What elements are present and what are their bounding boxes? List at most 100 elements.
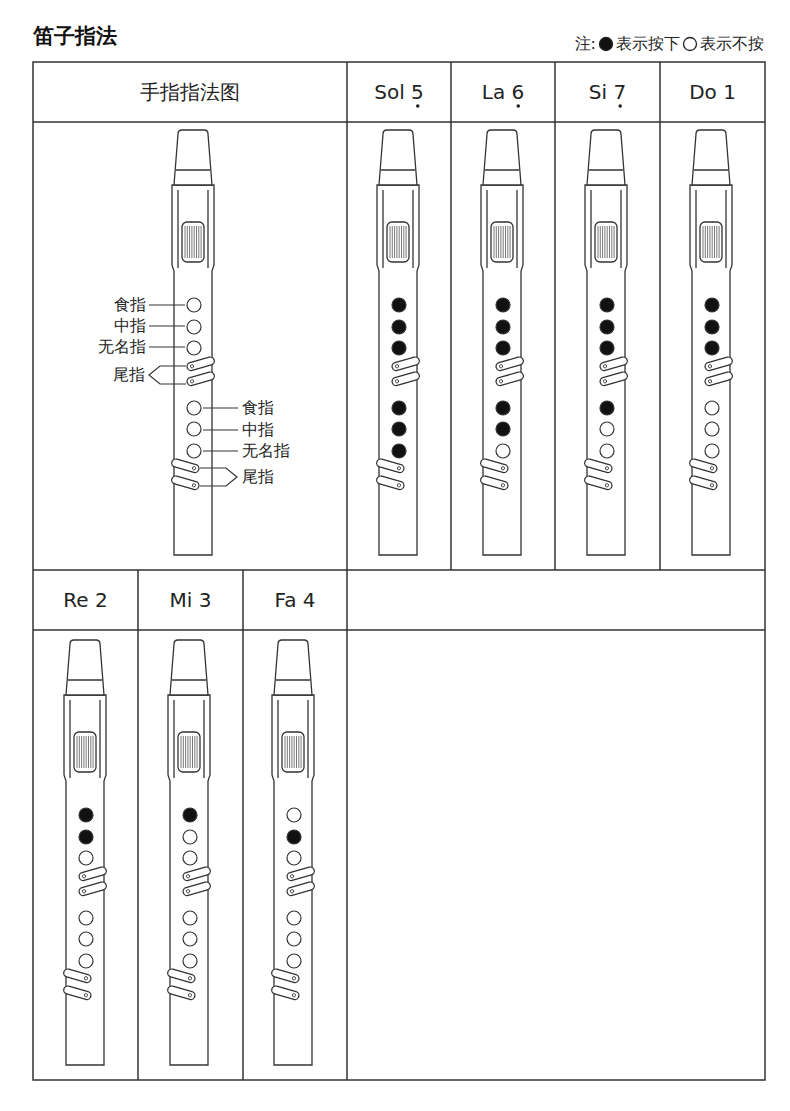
grille-slot	[505, 226, 506, 258]
leader-line	[203, 429, 238, 430]
key-lever	[599, 356, 628, 371]
grille-slot	[500, 226, 501, 258]
flute-drawing	[271, 640, 316, 1065]
key-plate	[599, 371, 628, 386]
sound-grille	[74, 732, 96, 772]
flute-drawing	[480, 130, 525, 555]
mouthpiece-ring	[485, 169, 519, 170]
column-header: Mi 3	[170, 588, 212, 612]
grille-slot	[181, 736, 182, 768]
open-hole	[183, 830, 197, 844]
leader-line	[203, 450, 238, 451]
key-plate	[186, 371, 215, 386]
grille-slot	[604, 226, 605, 258]
grille-slot	[609, 226, 610, 258]
mouthpiece-ring	[589, 169, 623, 170]
body-edge	[620, 190, 621, 268]
grille-slot	[191, 226, 192, 258]
leader-line	[203, 407, 238, 408]
key-lever	[376, 458, 405, 473]
grille-slot	[394, 226, 395, 258]
grille-slot	[79, 736, 80, 768]
octave-dot	[416, 104, 420, 108]
key-pivot	[190, 379, 194, 383]
key-lever	[584, 475, 613, 490]
mouthpiece-ring	[176, 169, 210, 170]
key-plate	[376, 458, 405, 473]
grille-slot	[294, 736, 295, 768]
open-hole	[79, 911, 93, 925]
column-header: 手指指法图	[140, 80, 240, 104]
chart-title: 笛子指法	[33, 24, 117, 49]
sound-grille	[491, 222, 513, 262]
grille-slot	[190, 736, 191, 768]
key-pivot	[605, 466, 609, 470]
closed-hole	[496, 298, 510, 312]
column-header: Do 1	[689, 80, 736, 104]
finger-label: 无名指	[242, 441, 290, 460]
key-lever	[63, 968, 92, 983]
key-pivot	[188, 976, 192, 980]
mouthpiece-ring	[172, 679, 206, 680]
key-plate	[78, 881, 107, 896]
mouthpiece	[174, 130, 212, 185]
key-lever	[171, 475, 200, 490]
mouthpiece-ring	[68, 679, 102, 680]
key-plate	[704, 371, 733, 386]
grille-slot	[607, 226, 608, 258]
open-hole	[287, 851, 301, 865]
key-pivot	[292, 993, 296, 997]
key-pivot	[603, 364, 607, 368]
key-lever	[391, 356, 420, 371]
flute-drawing	[171, 130, 216, 555]
key-lever	[704, 371, 733, 386]
closed-hole	[392, 298, 406, 312]
finger-label: 食指	[242, 398, 274, 417]
closed-hole	[496, 341, 510, 355]
grille-slot	[196, 226, 197, 258]
legend-text: 表示按下	[616, 34, 680, 53]
key-lever	[376, 475, 405, 490]
octave-dot	[516, 104, 520, 108]
key-pivot	[190, 364, 194, 368]
grille-slot	[390, 226, 391, 258]
body-edge	[412, 190, 413, 268]
open-hole	[187, 444, 201, 458]
open-hole	[183, 911, 197, 925]
key-lever	[271, 985, 300, 1000]
key-plate	[78, 866, 107, 881]
grille-slot	[194, 226, 195, 258]
open-hole	[79, 851, 93, 865]
body-edge	[173, 700, 174, 778]
open-hole	[187, 320, 201, 334]
mouthpiece	[483, 130, 521, 185]
key-plate	[495, 371, 524, 386]
grille-slot	[83, 736, 84, 768]
grille-slot	[298, 736, 299, 768]
body-edge	[695, 190, 696, 268]
key-plate	[584, 475, 613, 490]
key-lever	[171, 458, 200, 473]
grille-slot	[194, 736, 195, 768]
sound-grille	[700, 222, 722, 262]
closed-hole	[183, 808, 197, 822]
key-pivot	[290, 874, 294, 878]
closed-hole	[392, 422, 406, 436]
key-lever	[63, 985, 92, 1000]
grille-slot	[598, 226, 599, 258]
closed-hole	[600, 320, 614, 334]
bracket	[200, 468, 237, 486]
closed-hole	[496, 401, 510, 415]
key-lever	[182, 881, 211, 896]
grille-slot	[185, 226, 186, 258]
grille-slot	[201, 226, 202, 258]
open-hole	[287, 808, 301, 822]
key-lever	[599, 371, 628, 386]
closed-hole	[705, 298, 719, 312]
key-lever	[391, 371, 420, 386]
grille-slot	[183, 736, 184, 768]
column-header: La 6	[482, 80, 524, 104]
grille-slot	[81, 736, 82, 768]
grille-slot	[602, 226, 603, 258]
finger-label: 中指	[114, 316, 146, 335]
